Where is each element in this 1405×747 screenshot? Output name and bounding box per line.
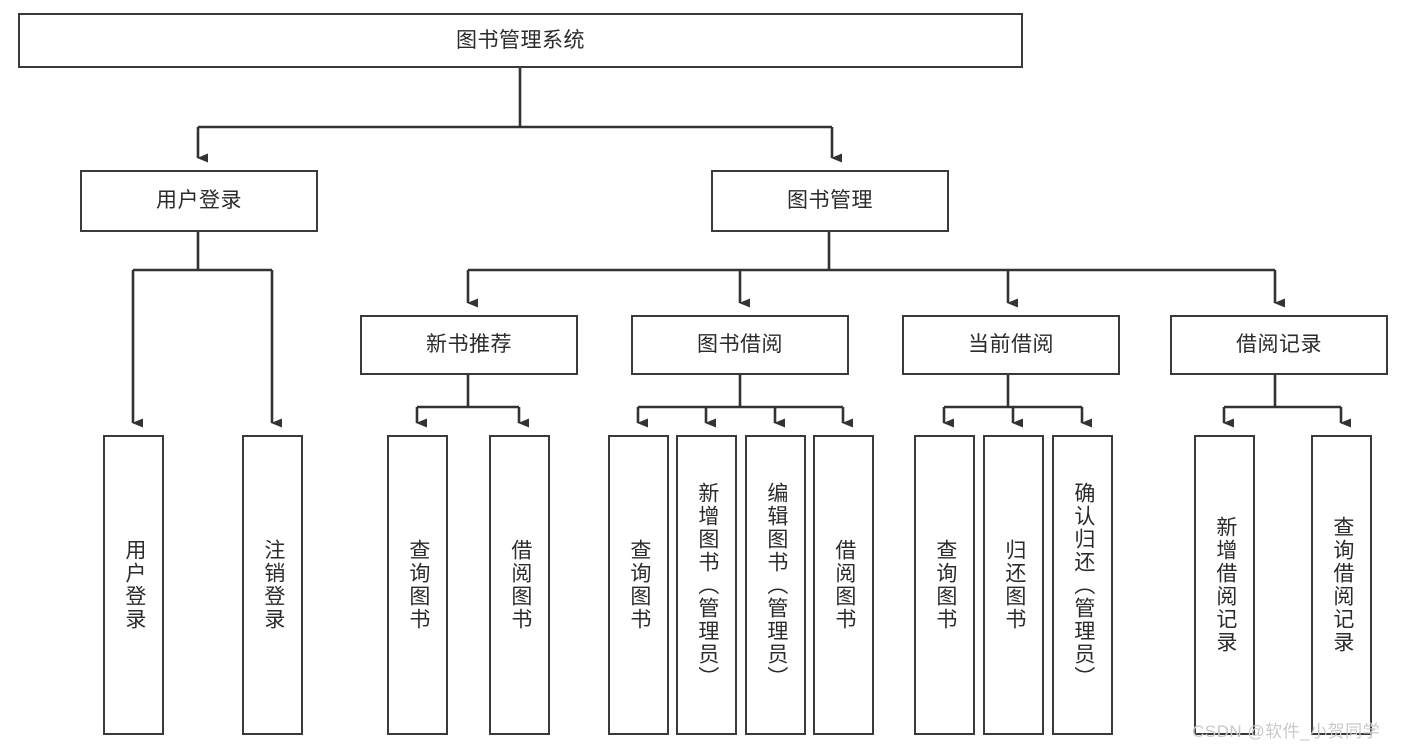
leaf-current-query-book[interactable]: 查询图书 — [914, 435, 975, 735]
leaf-record-query-borrow-record[interactable]: 查询借阅记录 — [1311, 435, 1372, 735]
leaf-recommend-query-book[interactable]: 查询图书 — [387, 435, 448, 735]
csdn-watermark: CSDN @软件_小贺同学 — [1192, 722, 1381, 741]
node-label: 查询图书 — [627, 539, 651, 631]
leaf-borrow-edit-book-admin[interactable]: 编辑图书（管理员） — [745, 435, 806, 735]
node-label: 查询图书 — [933, 539, 957, 631]
leaf-current-return-book[interactable]: 归还图书 — [983, 435, 1044, 735]
node-label: 确认归还（管理员） — [1071, 481, 1095, 689]
node-label: 图书借阅 — [697, 333, 783, 357]
node-new-book-recommend[interactable]: 新书推荐 — [360, 315, 578, 375]
leaf-user-login[interactable]: 用户登录 — [103, 435, 164, 735]
leaf-recommend-borrow-book[interactable]: 借阅图书 — [489, 435, 550, 735]
node-label: 借阅图书 — [508, 539, 532, 631]
node-label: 借阅记录 — [1236, 333, 1322, 357]
node-label: 编辑图书（管理员） — [764, 481, 788, 689]
leaf-record-add-borrow-record[interactable]: 新增借阅记录 — [1194, 435, 1255, 735]
node-label: 用户登录 — [156, 189, 242, 213]
node-label: 用户登录 — [122, 539, 146, 631]
node-book-borrow[interactable]: 图书借阅 — [631, 315, 849, 375]
leaf-borrow-borrow-book[interactable]: 借阅图书 — [813, 435, 874, 735]
node-label: 新增图书（管理员） — [695, 481, 719, 689]
node-label: 图书管理系统 — [456, 28, 585, 52]
node-label: 归还图书 — [1002, 539, 1026, 631]
node-label: 借阅图书 — [832, 539, 856, 631]
node-label: 图书管理 — [787, 189, 873, 213]
node-label: 查询图书 — [406, 539, 430, 631]
leaf-logout-login[interactable]: 注销登录 — [242, 435, 303, 735]
node-label: 注销登录 — [261, 539, 285, 631]
leaf-current-confirm-return-admin[interactable]: 确认归还（管理员） — [1052, 435, 1113, 735]
node-label: 新增借阅记录 — [1213, 516, 1237, 654]
node-label: 查询借阅记录 — [1330, 516, 1354, 654]
node-book-management[interactable]: 图书管理 — [711, 170, 949, 232]
node-user-login[interactable]: 用户登录 — [80, 170, 318, 232]
node-borrow-record[interactable]: 借阅记录 — [1170, 315, 1388, 375]
leaf-borrow-add-book-admin[interactable]: 新增图书（管理员） — [676, 435, 737, 735]
node-label: 新书推荐 — [426, 333, 512, 357]
node-current-borrow[interactable]: 当前借阅 — [902, 315, 1120, 375]
node-label: 当前借阅 — [968, 333, 1054, 357]
leaf-borrow-query-book[interactable]: 查询图书 — [608, 435, 669, 735]
node-root-system[interactable]: 图书管理系统 — [18, 13, 1023, 68]
